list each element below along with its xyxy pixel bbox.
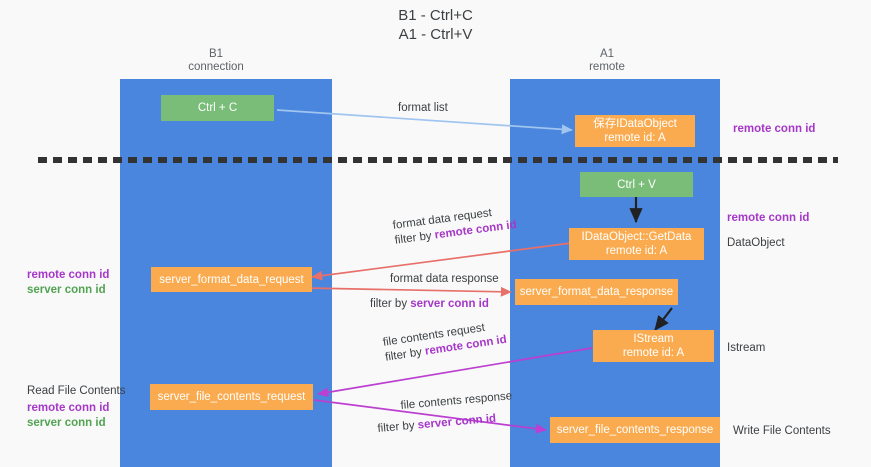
filter-key-server-conn-id: server conn id [417, 412, 497, 432]
annotation-text: Istream [727, 342, 766, 354]
column-header-b1-role: connection [188, 61, 244, 73]
filter-prefix: filter by [377, 419, 419, 435]
node-istream-sub: remote id: A [622, 347, 685, 359]
node-save-idataobject[interactable]: 保存IDataObject remote id: A [575, 115, 695, 147]
node-ctrl-v-label: Ctrl + V [617, 178, 656, 191]
filter-prefix: filter by [370, 298, 411, 310]
annotation-right-istream: Istream [727, 341, 765, 356]
title-line-1: B1 - Ctrl+C [398, 7, 473, 24]
annotation-text-remote-conn-id: remote conn id [27, 269, 110, 281]
annotation-text-server-conn-id: server conn id [27, 284, 106, 296]
title-line-2: A1 - Ctrl+V [398, 26, 473, 43]
node-idataobject-getdata-sub: remote id: A [605, 245, 668, 257]
annotation-left-conn-ids-bottom: remote conn id server conn id [27, 401, 109, 431]
annotation-text-server-conn-id: server conn id [27, 417, 106, 429]
node-server-format-data-response[interactable]: server_format_data_response [515, 279, 678, 305]
phase-divider-dashed-line [38, 157, 838, 163]
node-server-format-data-request-label: server_format_data_request [159, 273, 304, 286]
annotation-text: remote conn id [733, 123, 816, 135]
annotation-text: remote conn id [727, 212, 810, 224]
annotation-right-remote-conn-id-mid: remote conn id [727, 211, 809, 226]
edge-label-format-data-response: format data response [390, 272, 499, 287]
edge-label-file-contents-request: file contents request filter by remote c… [382, 318, 508, 366]
annotation-text: DataObject [727, 237, 785, 249]
annotation-text-remote-conn-id: remote conn id [27, 402, 110, 414]
filter-prefix: filter by [394, 229, 436, 247]
edge-label-file-contents-response-line1: file contents response [400, 390, 513, 412]
node-server-format-data-response-label: server_format_data_response [519, 286, 674, 298]
node-save-idataobject-sub: remote id: A [604, 132, 666, 144]
node-ctrl-v[interactable]: Ctrl + V [580, 172, 693, 197]
column-header-b1: B1 connection [116, 48, 316, 74]
column-header-b1-name: B1 [208, 48, 224, 60]
column-header-a1-name: A1 [599, 48, 615, 60]
diagram-title: B1 - Ctrl+C A1 - Ctrl+V [0, 6, 871, 44]
edge-label-format-list-text: format list [398, 102, 448, 114]
node-idataobject-getdata-label: IDataObject::GetData [581, 231, 692, 243]
node-idataobject-getdata[interactable]: IDataObject::GetData remote id: A [569, 228, 704, 260]
edge-label-format-list: format list [398, 101, 448, 116]
annotation-text: Read File Contents [27, 385, 126, 397]
edge-format-data-response [306, 286, 512, 297]
annotation-right-write-file-contents: Write File Contents [733, 424, 831, 439]
node-ctrl-c-label: Ctrl + C [197, 102, 238, 114]
annotation-right-remote-conn-id-top: remote conn id [733, 122, 815, 137]
annotation-right-dataobject: DataObject [727, 236, 785, 251]
edge-label-file-contents-response: file contents response [400, 389, 513, 414]
annotation-text: Write File Contents [733, 425, 831, 437]
node-istream[interactable]: IStream remote id: A [593, 330, 714, 362]
node-server-file-contents-request-label: server_file_contents_request [157, 391, 306, 403]
node-server-format-data-request[interactable]: server_format_data_request [151, 267, 312, 292]
node-save-idataobject-label: 保存IDataObject [593, 118, 677, 130]
column-header-a1: A1 remote [507, 48, 707, 74]
edge-label-file-contents-response-filter: filter by server conn id [377, 412, 497, 437]
node-server-file-contents-request[interactable]: server_file_contents_request [150, 384, 313, 410]
node-istream-label: IStream [633, 333, 674, 345]
edge-label-format-data-response-filter: filter by server conn id [370, 297, 489, 312]
column-header-a1-role: remote [589, 61, 625, 73]
filter-key-server-conn-id: server conn id [410, 298, 489, 310]
node-server-file-contents-response-label: server_file_contents_response [556, 424, 714, 436]
annotation-left-read-file-contents: Read File Contents [27, 384, 125, 399]
node-ctrl-c[interactable]: Ctrl + C [161, 95, 274, 121]
edge-label-format-data-response-line1: format data response [390, 273, 499, 285]
annotation-left-conn-ids-top: remote conn id server conn id [27, 268, 109, 298]
node-server-file-contents-response[interactable]: server_file_contents_response [550, 417, 720, 443]
edge-label-format-data-request: format data request filter by remote con… [392, 203, 518, 249]
